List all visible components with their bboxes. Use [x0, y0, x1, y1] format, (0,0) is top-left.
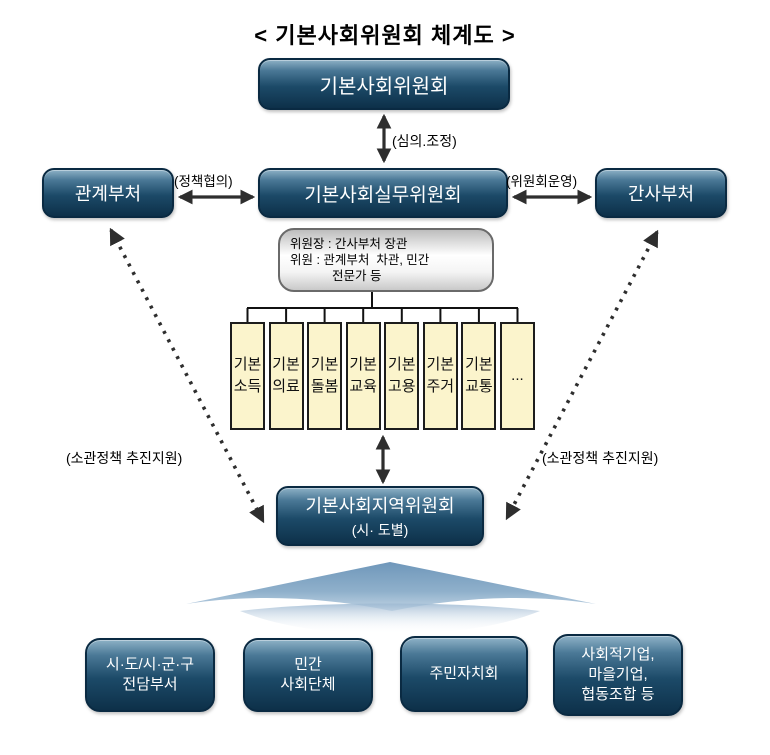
node-social-enterprises: 사회적기업, 마을기업, 협동조합 등 [553, 634, 683, 716]
subcommittee-basic-care: 기본돌봄 [307, 322, 343, 430]
node-working-committee: 기본사회실무위원회 [258, 168, 508, 218]
callout-line-3: 전문가 등 [332, 269, 382, 284]
upward-arrow-shape [186, 562, 596, 634]
node-top-committee-label: 기본사회위원회 [319, 75, 449, 98]
subcommittee-row: 기본소득 기본의료 기본돌봄 기본교육 기본고용 기본주거 기본교통 ... [230, 322, 535, 430]
node-related-ministries: 관계부처 [42, 168, 174, 218]
subcommittee-basic-income: 기본소득 [230, 322, 265, 430]
subcommittee-basic-housing: 기본주거 [422, 322, 458, 430]
node-secretariat-ministry-label: 간사부처 [627, 184, 695, 204]
node-regional-committee-label: 기본사회지역위원회 [305, 496, 455, 516]
subcommittee-basic-medical: 기본의료 [268, 322, 304, 430]
label-deliberation: (심의.조정) [392, 133, 457, 149]
node-civil-society-orgs: 민간 사회단체 [243, 638, 373, 712]
node-civil-society-orgs-line2: 사회단체 [280, 676, 336, 693]
node-top-committee: 기본사회위원회 [258, 58, 510, 110]
subcommittee-basic-education: 기본교육 [345, 322, 381, 430]
subcommittee-ellipsis: ... [499, 322, 535, 430]
node-working-committee-label: 기본사회실무위원회 [304, 184, 462, 206]
page-title: < 기본사회위원회 체계도 > [254, 23, 516, 48]
callout-line-1: 위원장 : 간사부처 장관 [290, 236, 408, 251]
node-civil-society-orgs-line1: 민간 [294, 655, 322, 673]
node-regional-committee-sublabel: (시· 도별) [351, 522, 409, 538]
callout-line-2: 위원 : 관계부처 차관, 민간 [290, 252, 430, 267]
node-resident-council-line1: 주민자치회 [429, 664, 499, 682]
node-secretariat-ministry: 간사부처 [595, 168, 727, 218]
subcommittee-basic-transport: 기본교통 [461, 322, 497, 430]
label-committee-operation: (위원회운영) [506, 174, 578, 189]
label-support-left: (소관정책 추진지원) [66, 450, 183, 466]
label-policy-consultation: (정책협의) [174, 174, 233, 189]
label-support-right: (소관정책 추진지원) [542, 450, 659, 466]
node-social-enterprises-line2: 마을기업, [588, 665, 648, 683]
node-local-government-dept: 시·도/시·군·구 전담부서 [85, 638, 215, 712]
node-social-enterprises-line3: 협동조합 등 [581, 686, 655, 704]
node-regional-committee: 기본사회지역위원회 (시· 도별) [276, 486, 484, 546]
subcommittee-basic-employment: 기본고용 [384, 322, 420, 430]
node-resident-council: 주민자치회 [400, 636, 528, 712]
committee-composition-callout: 위원장 : 간사부처 장관 위원 : 관계부처 차관, 민간 전문가 등 [278, 228, 494, 292]
node-related-ministries-label: 관계부처 [74, 184, 142, 204]
node-social-enterprises-line1: 사회적기업, [581, 645, 655, 663]
node-local-government-dept-line2: 전담부서 [122, 676, 178, 693]
node-local-government-dept-line1: 시·도/시·군·구 [105, 655, 195, 673]
